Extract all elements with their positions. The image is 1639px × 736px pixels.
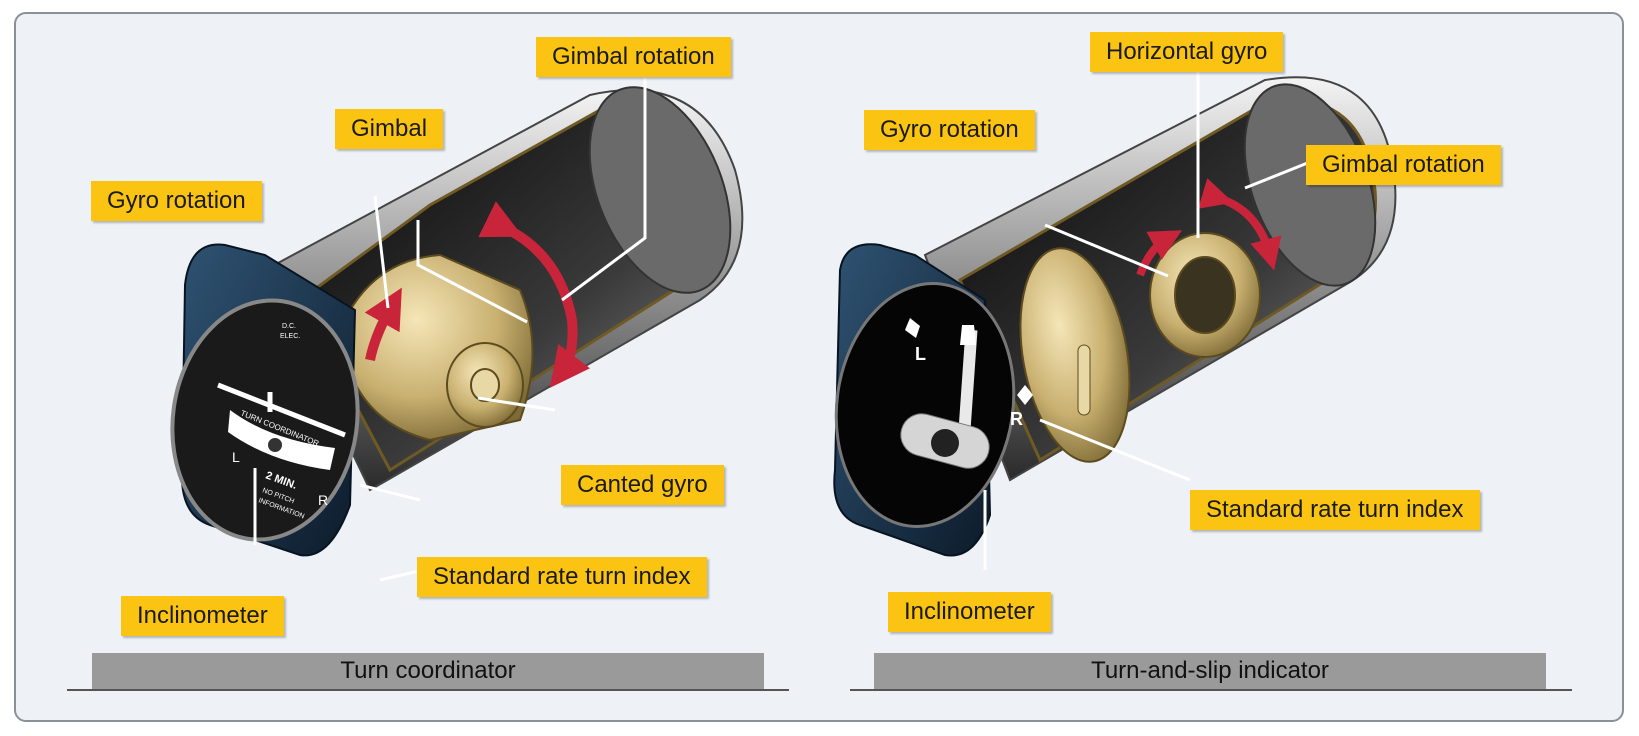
dial-left-letter: L [232,449,240,465]
caption-rule-right [850,689,1572,691]
label-gimbal-rotation-right: Gimbal rotation [1306,145,1501,185]
caption-turn-coordinator: Turn coordinator [92,653,764,689]
label-gyro-rotation-right: Gyro rotation [864,110,1035,150]
dial-left-letter-right: L [915,344,926,364]
label-horizontal-gyro: Horizontal gyro [1090,32,1284,72]
label-gimbal-rotation-left: Gimbal rotation [536,37,731,77]
label-gimbal: Gimbal [335,109,444,149]
right-rotation-arrows [1136,178,1282,277]
turn-and-slip-illustration: L R [833,70,1397,570]
caption-turn-and-slip-indicator: Turn-and-slip indicator [874,653,1546,689]
label-inclinometer-left: Inclinometer [121,596,284,636]
right-leader-lines [983,70,1311,570]
dial-maker-line1: D.C. [282,323,296,330]
caption-rule-left [67,689,789,691]
label-standard-rate-turn-index-right: Standard rate turn index [1190,490,1480,530]
label-canted-gyro: Canted gyro [561,465,724,505]
right-instrument-face: L R [833,243,1033,557]
dial-right-letter: R [318,492,328,508]
turn-coordinator-illustration: TURN COORDINATOR 2 MIN. NO PITCH INFORMA… [170,78,744,582]
left-instrument-face: TURN COORDINATOR 2 MIN. NO PITCH INFORMA… [170,243,360,557]
label-inclinometer-right: Inclinometer [888,592,1051,632]
dial-right-letter-right: R [1010,409,1023,429]
left-rotation-arrows [364,201,591,388]
label-standard-rate-turn-index-left: Standard rate turn index [417,557,707,597]
dial-maker-line2: ELEC. [280,333,300,340]
label-gyro-rotation-left: Gyro rotation [91,181,262,221]
